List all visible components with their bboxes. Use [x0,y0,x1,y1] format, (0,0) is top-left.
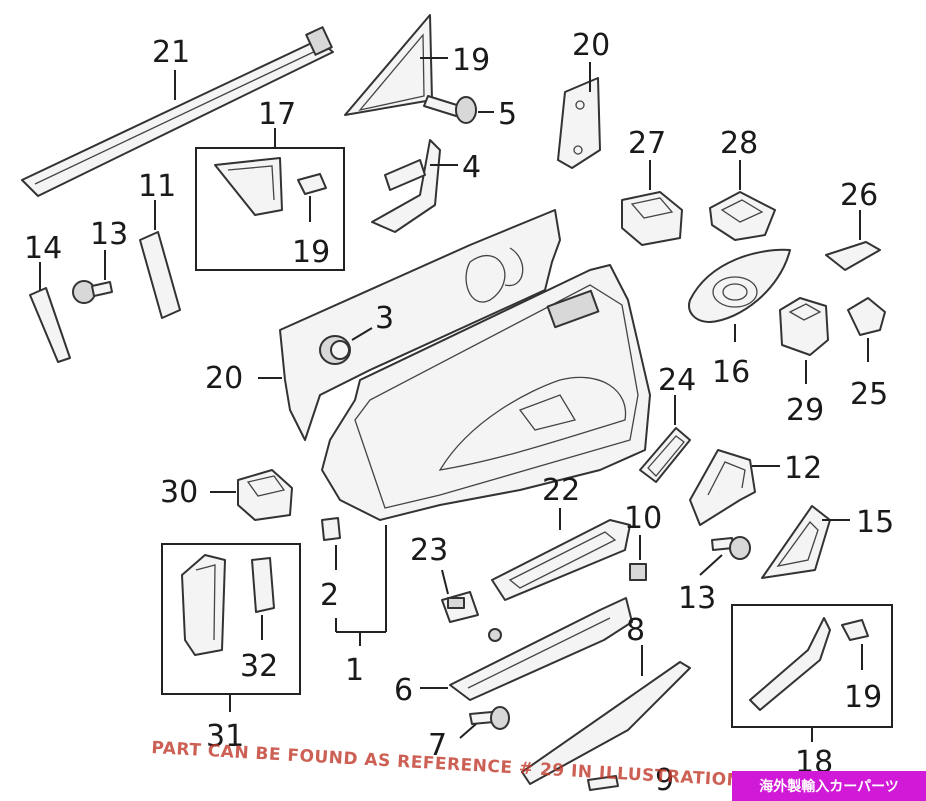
part-25-bracket [441,591,479,623]
group-box-33 [161,543,301,695]
part-29-switch [621,191,683,246]
part-31-switch [779,297,829,356]
callout-26: 24 [658,363,696,398]
part-20-inner-panel [279,209,561,441]
part-17-handle-cover [214,157,283,216]
part-15-escutcheon [761,505,831,579]
part-32-switch [237,469,293,521]
part-28-button [825,241,881,271]
callout-4: 4 [462,150,481,185]
callout-28: 26 [840,178,878,213]
watermark-banner: 海外製輸入カーパーツ [732,771,926,801]
callout-25: 23 [410,533,448,568]
part-1-door-trim-panel [321,264,651,521]
part-27-knob [847,297,886,336]
callout-2: 2 [320,578,339,613]
part-10-clip [629,563,647,581]
callout-10: 10 [624,501,662,536]
part-18-handle-trim [749,617,831,711]
part-14-side-trim [29,287,71,363]
part-4-reinforcement [371,139,441,233]
part-30-switch [709,191,776,241]
callout-20: 20 [205,361,243,396]
callout-14: 14 [24,231,62,266]
group-box-17 [195,147,345,271]
callout-1: 1 [345,653,364,688]
callout-32: 30 [160,475,198,510]
part-34-insert [251,557,275,613]
part-19-clip [297,173,327,195]
part-2-clip [321,517,341,541]
callout-33: 31 [206,719,244,754]
part-12-inner-handle [689,449,756,526]
part-6-armrest-bracket [449,597,633,701]
callout-7: 7 [428,728,447,763]
part-9-screw [587,775,619,791]
callout-23: 21 [152,35,190,70]
part-24-armrest-trim [491,519,631,601]
part-16-speaker-grille [688,248,791,323]
part-19-clip-right [841,619,869,641]
part-11-strip [139,231,181,319]
part-13-bolt-left [72,280,113,304]
callout-12: 12 [784,451,822,486]
part-22-bracket [557,77,601,169]
part-26-grommet [639,427,691,483]
callout-9: 9 [655,763,674,798]
callout-34: 32 [240,649,278,684]
part-21-mirror-cover [344,14,433,116]
callout-22: 20 [572,28,610,63]
part-5-bolt [423,95,477,124]
callout-13-right: 13 [678,581,716,616]
part-33-handle [181,554,226,656]
callout-17: 17 [258,97,296,132]
part-3-plug [319,335,351,365]
part-13-bolt-right [711,536,751,560]
callout-3: 3 [375,301,394,336]
callout-13-left: 13 [90,217,128,252]
callout-29: 27 [628,126,666,161]
callout-19-top: 19 [292,235,330,270]
callout-27: 25 [850,377,888,412]
callout-8: 8 [626,613,645,648]
callout-21: 19 [452,43,490,78]
part-23-belt-molding [21,26,334,197]
callout-6: 6 [394,673,413,708]
callout-30: 28 [720,126,758,161]
callout-31: 29 [786,393,824,428]
callout-5: 5 [498,97,517,132]
callout-24: 22 [542,473,580,508]
part-8-trim-strip [521,661,691,785]
callout-16: 16 [712,355,750,390]
part-7-bolt [469,706,510,730]
callout-11: 11 [138,169,176,204]
callout-15: 15 [856,505,894,540]
callout-19-right: 19 [844,680,882,715]
